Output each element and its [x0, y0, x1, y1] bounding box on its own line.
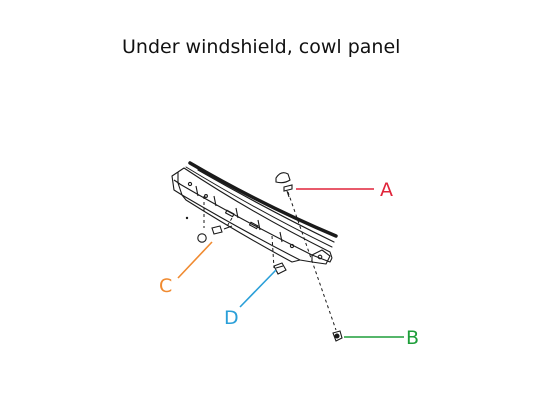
- fastener-d: [273, 262, 287, 275]
- callout-d-leader: [239, 269, 277, 308]
- fastener-b: [332, 330, 343, 342]
- cowl-panel: [171, 167, 333, 265]
- callout-c-label: C: [159, 275, 172, 297]
- callout-b-label: B: [406, 327, 419, 349]
- fastener-c: [197, 225, 233, 243]
- callout-c-leader: [177, 241, 213, 279]
- fastener-a: [275, 172, 293, 198]
- windshield-edge: [185, 161, 338, 248]
- callout-d-label: D: [224, 307, 239, 329]
- assembly-lines: [203, 191, 337, 331]
- reference-dot: [185, 216, 189, 220]
- callout-a-label: A: [380, 179, 393, 201]
- page-title: Under windshield, cowl panel: [122, 36, 401, 58]
